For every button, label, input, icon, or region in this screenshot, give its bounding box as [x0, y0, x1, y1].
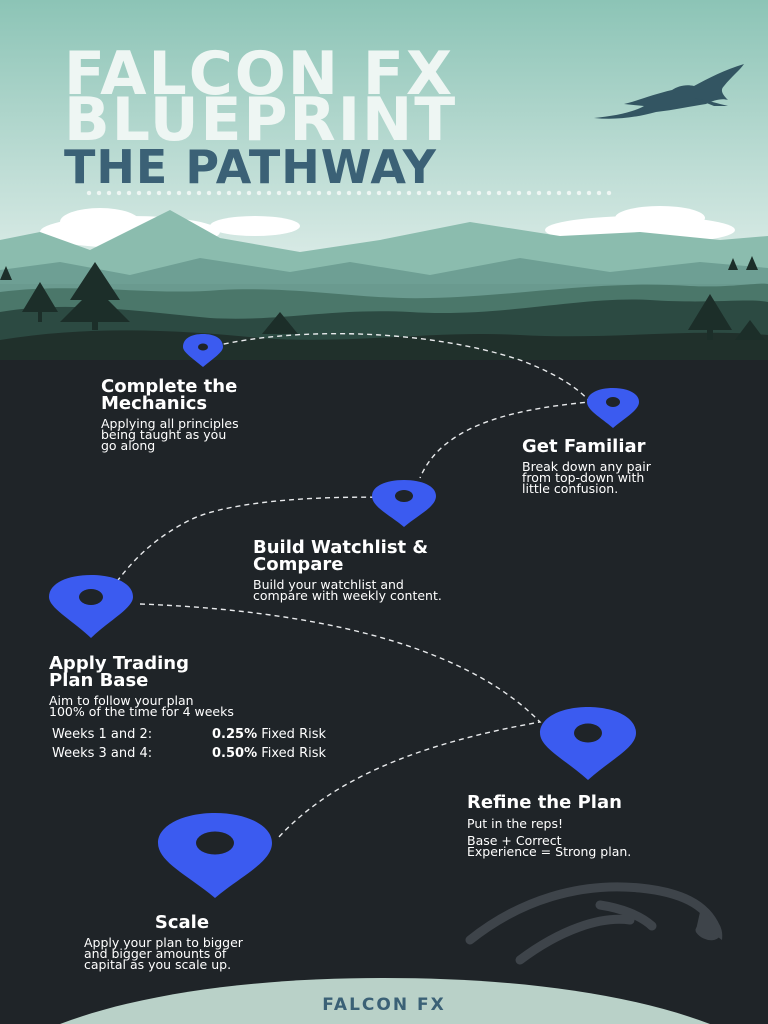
risk-value: 0.25%: [212, 727, 258, 742]
step-title: Mechanics: [101, 393, 208, 414]
risk-value: 0.50%: [212, 746, 258, 761]
step-description: Experience = Strong plan.: [467, 844, 632, 859]
risk-suffix: Fixed Risk: [261, 746, 327, 761]
step-title: Complete the: [101, 376, 238, 397]
location-pin-icon: [158, 813, 272, 898]
tree-icons: [0, 256, 765, 340]
risk-label: Weeks 3 and 4:: [52, 746, 153, 761]
step-title: Get Familiar: [522, 436, 646, 457]
step-complete-mechanics: Complete the Mechanics Applying all prin…: [101, 376, 239, 453]
footer-brand: FALCON FX: [322, 995, 446, 1015]
step-description: Build your watchlist and: [253, 577, 404, 592]
step-apply-trading-plan: Apply Trading Plan Base Aim to follow yo…: [49, 655, 326, 763]
step-description: compare with weekly content.: [253, 588, 442, 603]
step-title: Compare: [253, 554, 344, 575]
step-refine-plan: Refine the Plan Put in the reps! Base + …: [467, 792, 632, 859]
step-title: Apply Trading: [49, 653, 189, 674]
step-description: go along: [101, 438, 156, 453]
risk-suffix: Fixed Risk: [261, 727, 327, 742]
step-title: Refine the Plan: [467, 792, 622, 813]
step-description: Applying all principles: [101, 416, 239, 431]
step-build-watchlist: Build Watchlist & Compare Build your wat…: [253, 537, 442, 603]
location-pin-icon: [540, 707, 636, 780]
risk-label: Weeks 1 and 2:: [52, 727, 153, 742]
step-scale: Scale Apply your plan to bigger and bigg…: [84, 914, 344, 972]
step-description: 100% of the time for 4 weeks: [49, 704, 234, 719]
journey-path: [117, 332, 592, 839]
step-title: Plan Base: [49, 670, 149, 691]
location-pin-icon: [372, 480, 436, 527]
step-description: Aim to follow your plan: [49, 693, 194, 708]
step-description: and bigger amounts of: [84, 946, 227, 961]
risk-row: Weeks 3 and 4: 0.50% Fixed Risk: [49, 744, 326, 763]
step-description: Apply your plan to bigger: [84, 935, 243, 950]
step-description: Break down any pair: [522, 459, 651, 474]
step-description: little confusion.: [522, 481, 619, 496]
falcon-flying-icon: [594, 64, 744, 119]
step-description: from top-down with: [522, 470, 645, 485]
step-title: Scale: [154, 912, 210, 933]
title-blueprint: BLUEPRINT: [64, 85, 458, 155]
risk-row: Weeks 1 and 2: 0.25% Fixed Risk: [49, 725, 326, 744]
title-falcon-fx: FALCON FX: [64, 39, 455, 109]
step-title: Build Watchlist &: [253, 537, 429, 558]
subtitle-the-pathway: THE PATHWAY: [64, 140, 437, 194]
falcon-beak: [696, 912, 723, 940]
step-description: Put in the reps!: [467, 816, 563, 831]
bottom-hill: [60, 978, 710, 1024]
dotted-divider: [84, 190, 614, 196]
step-get-familiar: Get Familiar Break down any pair from to…: [522, 436, 651, 496]
step-description: being taught as you: [101, 427, 227, 442]
step-description: capital as you scale up.: [84, 957, 232, 972]
location-pin-icon: [183, 334, 223, 367]
location-pin-icon: [587, 388, 639, 428]
step-description: Base + Correct: [467, 833, 562, 848]
location-pin-icon: [49, 575, 133, 638]
